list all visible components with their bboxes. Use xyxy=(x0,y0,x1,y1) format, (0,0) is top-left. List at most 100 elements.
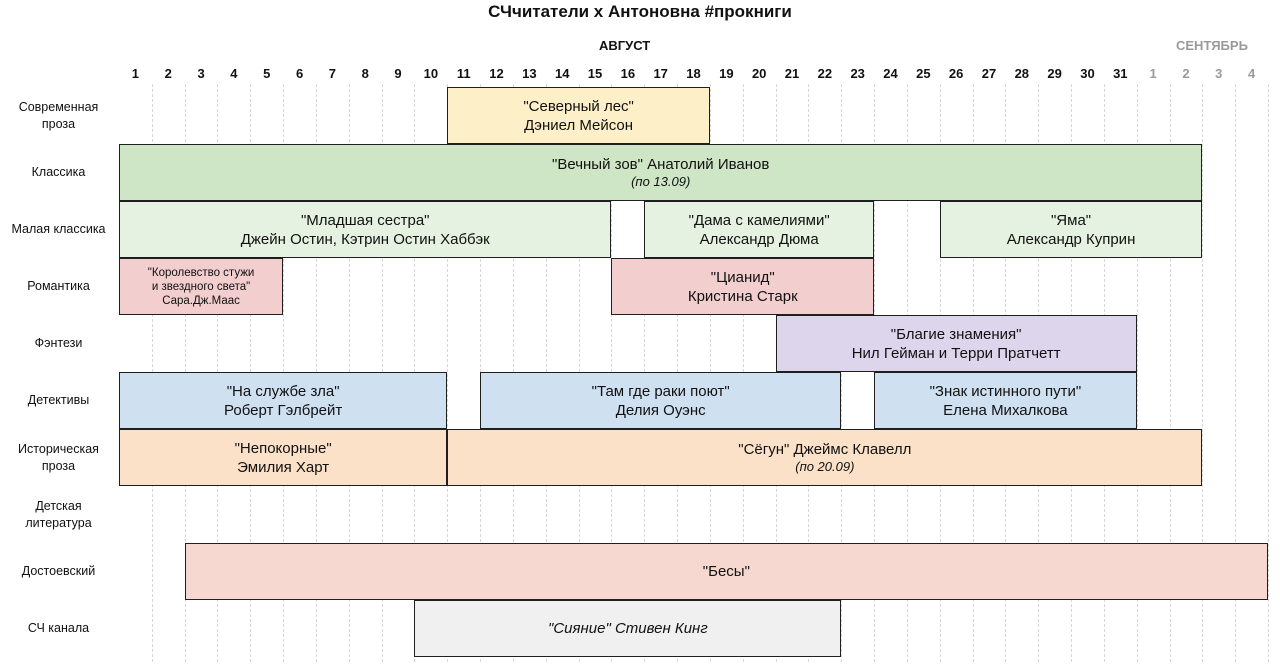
book-bar: "На службе зла"Роберт Гэлбрейт xyxy=(119,372,448,429)
day-header: 4 xyxy=(1248,66,1256,81)
day-header: 27 xyxy=(981,66,997,81)
book-deadline-note: (по 20.09) xyxy=(795,459,855,474)
genre-row-label: Достоевский xyxy=(21,564,96,578)
day-header: 2 xyxy=(164,66,172,81)
book-title: "Яма" xyxy=(1050,211,1092,229)
day-header: 24 xyxy=(883,66,898,81)
month-august-label: АВГУСТ xyxy=(599,38,651,53)
book-title: "Северный лес" xyxy=(523,97,634,115)
day-header: 4 xyxy=(230,66,238,81)
book-bar: "Бесы" xyxy=(184,543,1269,600)
book-title: "Дама с камелиями" xyxy=(688,211,830,229)
book-author: Джейн Остин, Кэтрин Остин Хаббэк xyxy=(240,230,490,248)
day-header: 26 xyxy=(948,66,964,81)
day-header: 3 xyxy=(197,66,205,81)
day-header: 5 xyxy=(263,66,271,81)
day-header: 20 xyxy=(751,66,767,81)
day-header: 23 xyxy=(850,66,865,81)
day-header: 29 xyxy=(1047,66,1062,81)
book-title: "Вечный зов" Анатолий Иванов xyxy=(552,156,770,173)
book-title: "Знак истинного пути" xyxy=(929,382,1082,400)
book-author: Александр Дюма xyxy=(699,230,819,248)
day-header: 6 xyxy=(295,66,304,81)
day-header: 12 xyxy=(489,66,504,81)
book-author: Кристина Старк xyxy=(687,287,798,305)
book-author: Елена Михалкова xyxy=(943,401,1068,419)
book-bar: "Сияние" Стивен Кинг xyxy=(414,600,842,657)
day-header: 28 xyxy=(1014,66,1030,81)
genre-row-label: Детская литература xyxy=(25,498,92,530)
book-bar: "Знак истинного пути"Елена Михалкова xyxy=(874,372,1137,429)
book-bar: "Яма"Александр Куприн xyxy=(939,201,1203,258)
day-header: 8 xyxy=(361,66,369,81)
book-title: "Сёгун" Джеймс Клавелл xyxy=(738,441,912,458)
day-header: 18 xyxy=(686,66,701,81)
book-author: Александр Куприн xyxy=(1006,230,1136,248)
day-header: 30 xyxy=(1080,66,1095,81)
book-bar: "Северный лес"Дэниел Мейсон xyxy=(447,87,710,144)
genre-row-label: Малая классика xyxy=(11,222,106,236)
day-header: 10 xyxy=(423,66,439,81)
book-bar: "Цианид"Кристина Старк xyxy=(611,258,875,315)
day-header: 7 xyxy=(328,66,336,81)
day-header: 31 xyxy=(1113,66,1128,81)
book-author: Нил Гейман и Терри Пратчетт xyxy=(851,344,1061,362)
book-author: Эмилия Харт xyxy=(237,458,330,476)
book-title: "Там где раки поют" xyxy=(591,382,730,400)
book-bar: "Дама с камелиями"Александр Дюма xyxy=(644,201,875,258)
book-author: Роберт Гэлбрейт xyxy=(224,401,343,419)
genre-row-label: Романтика xyxy=(27,279,90,293)
day-header: 19 xyxy=(719,66,734,81)
book-title: "Непокорные" xyxy=(234,439,332,457)
day-header: 1 xyxy=(1149,66,1157,81)
day-header: 21 xyxy=(784,66,800,81)
genre-row-label: Современная проза xyxy=(18,99,99,131)
genre-row-label: Классика xyxy=(31,165,86,179)
day-gridline xyxy=(1169,84,1171,662)
book-author: Делия Оуэнс xyxy=(615,401,706,419)
book-bar: "Вечный зов" Анатолий Иванов(по 13.09) xyxy=(119,144,1203,201)
book-title: "Сияние" Стивен Кинг xyxy=(548,620,708,637)
day-gridline xyxy=(447,84,449,662)
book-bar: "Благие знамения"Нил Гейман и Терри Прат… xyxy=(775,315,1137,372)
day-gridline xyxy=(841,84,843,662)
month-september-label: СЕНТЯБРЬ xyxy=(1176,38,1248,53)
genre-row-label: СЧ канала xyxy=(27,621,90,635)
book-author: и звездного света" xyxy=(151,280,251,293)
day-header: 11 xyxy=(456,66,471,81)
day-header: 17 xyxy=(653,66,668,81)
book-author: Дэниел Мейсон xyxy=(524,116,634,134)
book-bar: "Там где раки поют"Делия Оуэнс xyxy=(480,372,842,429)
day-header: 1 xyxy=(131,66,140,81)
book-title: "Благие знамения" xyxy=(890,325,1022,343)
day-gridline xyxy=(1136,84,1138,662)
day-header: 13 xyxy=(522,66,537,81)
genre-row-label: Детективы xyxy=(27,393,90,407)
genre-row-label: Историческая проза xyxy=(18,441,99,473)
day-header: 3 xyxy=(1215,66,1223,81)
book-title: "Цианид" xyxy=(710,268,775,286)
genre-row-label: Фэнтези xyxy=(34,336,83,350)
day-header: 16 xyxy=(620,66,636,81)
day-header: 22 xyxy=(817,66,833,81)
day-gridline xyxy=(1202,84,1204,662)
book-bar: "Младшая сестра"Джейн Остин, Кэтрин Ости… xyxy=(119,201,612,258)
book-author: Сара.Дж.Маас xyxy=(162,294,240,307)
day-header: 2 xyxy=(1182,66,1190,81)
book-bar: "Непокорные"Эмилия Харт xyxy=(119,429,448,486)
day-header: 9 xyxy=(394,66,402,81)
page-title: СЧчитатели х Антоновна #прокниги xyxy=(488,2,792,21)
day-gridline xyxy=(1235,84,1237,662)
day-gridline xyxy=(1268,84,1270,662)
book-title: "Младшая сестра" xyxy=(300,211,430,229)
book-title: "Королевство стужи xyxy=(147,266,255,279)
day-header: 25 xyxy=(916,66,931,81)
book-bar: "Сёгун" Джеймс Клавелл(по 20.09) xyxy=(447,429,1203,486)
book-deadline-note: (по 13.09) xyxy=(631,174,691,189)
day-header: 14 xyxy=(554,66,570,81)
book-title: "На службе зла" xyxy=(226,382,340,400)
day-header: 15 xyxy=(587,66,603,81)
book-title: "Бесы" xyxy=(702,563,750,580)
